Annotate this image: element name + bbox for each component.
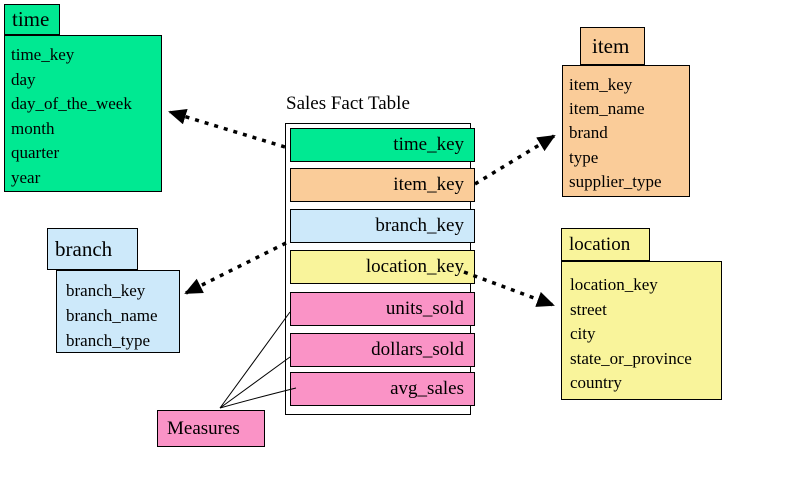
fact-row-location-key: location_key — [290, 250, 475, 284]
time-field-month: month — [11, 118, 55, 138]
branch-table-header: branch — [47, 228, 138, 270]
location-field-country: country — [570, 373, 622, 392]
item-field-item-name: item_name — [569, 99, 645, 119]
time-field-year: year — [11, 167, 41, 187]
location-field-location-key: location_key — [570, 275, 658, 294]
branch-field-branch-name: branch_name — [66, 306, 158, 325]
time-field-quarter: quarter — [11, 143, 60, 162]
time-field-time-key: time_key — [11, 45, 75, 64]
item-field-supplier-type: supplier_type — [569, 171, 662, 191]
branch-field-branch-type: branch_type — [66, 331, 151, 350]
time-table-body: time_key day day_of_the_week month quart… — [4, 35, 162, 192]
location-table-body: location_key street city state_or_provin… — [561, 261, 722, 400]
measures-label: Measures — [157, 410, 265, 447]
time-table-header: time — [4, 4, 60, 35]
branch-table-body: branch_key branch_name branch_type — [56, 270, 180, 353]
arrow-itemkey-to-item — [474, 134, 556, 186]
line-measures-to-units-sold — [219, 311, 291, 409]
fact-row-branch-key: branch_key — [290, 209, 475, 243]
arrow-locationkey-to-location — [463, 270, 555, 307]
time-field-day: day — [11, 69, 36, 89]
fact-row-avg-sales: avg_sales — [290, 372, 475, 406]
branch-field-branch-key: branch_key — [66, 281, 146, 300]
fact-table-title: Sales Fact Table — [286, 93, 410, 114]
location-field-city: city — [570, 324, 596, 343]
fact-row-units-sold: units_sold — [290, 292, 475, 326]
location-table-header: location — [561, 228, 650, 261]
fact-row-time-key: time_key — [290, 128, 475, 162]
fact-row-dollars-sold: dollars_sold — [290, 333, 475, 367]
arrow-timekey-to-time — [168, 109, 286, 149]
location-field-state-or-province: state_or_province — [570, 348, 692, 368]
item-field-type: type — [569, 147, 599, 167]
time-field-day-of-the-week: day_of_the_week — [11, 94, 132, 113]
item-field-brand: brand — [569, 123, 608, 143]
item-table-body: item_key item_name brand type supplier_t… — [562, 65, 690, 197]
fact-row-item-key: item_key — [290, 168, 475, 202]
line-measures-to-dollars-sold — [219, 356, 291, 409]
item-field-item-key: item_key — [569, 75, 633, 94]
arrow-branchkey-to-branch — [184, 241, 287, 295]
location-field-street: street — [570, 299, 607, 319]
item-table-header: item — [580, 27, 645, 65]
